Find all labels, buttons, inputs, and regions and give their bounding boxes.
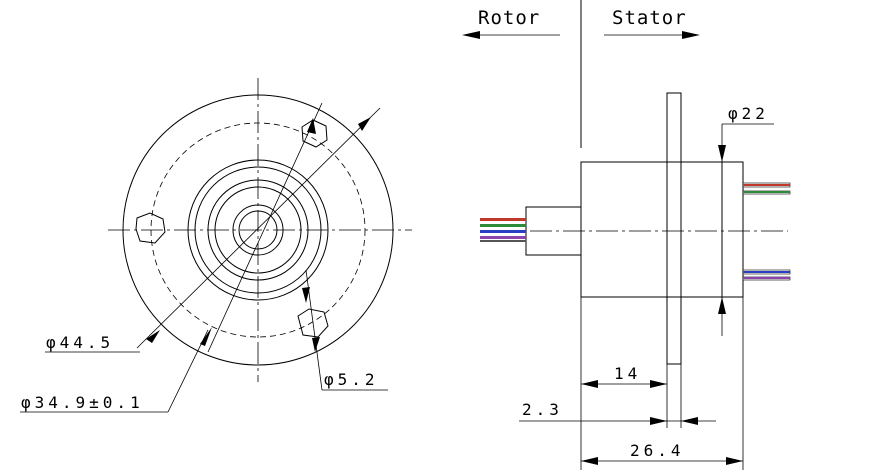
mount-hole-left xyxy=(135,212,166,244)
leader-dia-44-5 xyxy=(136,107,381,349)
body-circle-2 xyxy=(194,166,322,294)
rotor-wire-purple xyxy=(480,236,526,239)
label-len-14: 14 xyxy=(614,364,641,383)
stator-wire-purple xyxy=(743,277,790,279)
dim-14-arrow-left xyxy=(581,380,598,388)
label-dia-5-2: φ5.2 xyxy=(324,370,379,389)
rotor-arrowhead xyxy=(462,31,480,39)
dim-2-3-arrow-right xyxy=(681,417,698,425)
stator-body xyxy=(580,161,744,298)
stator-wires-upper xyxy=(742,182,791,195)
label-len-2-3: 2.3 xyxy=(522,400,563,419)
rotor-label: Rotor xyxy=(478,7,540,29)
mount-hole-bottom xyxy=(297,308,329,338)
rotor-wire-white xyxy=(480,240,526,242)
label-dia-34-9: φ34.9±0.1 xyxy=(21,393,144,412)
arrowhead-5-2-down xyxy=(312,337,320,352)
rotor-wire-blue xyxy=(480,230,526,233)
leader-dia-5-2-top xyxy=(207,102,323,353)
stator-arrowhead xyxy=(682,31,700,39)
arrowhead-34-9 xyxy=(200,327,212,346)
side-view: Rotor Stator xyxy=(462,0,791,470)
stator-wire-green xyxy=(743,191,790,193)
stator-wire-blue xyxy=(743,271,790,273)
arrowhead-44-5-bottom xyxy=(146,330,160,343)
body-circle-1 xyxy=(187,159,329,301)
shaft-inner-circle xyxy=(238,210,278,250)
label-len-26-4: 26.4 xyxy=(630,441,685,460)
dim-14-arrow-right xyxy=(650,380,667,388)
stator-wire-red xyxy=(743,184,790,186)
body-circle-4 xyxy=(214,186,302,274)
dim-2-3-arrow-left xyxy=(650,417,667,425)
arrowhead-hole-top xyxy=(307,118,316,134)
flange-outer-circle xyxy=(122,94,394,366)
rotor-wire-green xyxy=(480,224,526,227)
shaft-outer-circle xyxy=(232,204,284,256)
dim-26-4-arrow-right xyxy=(726,457,743,465)
stator-label: Stator xyxy=(612,7,687,29)
bolt-circle xyxy=(150,122,366,338)
arrowhead-5-2-up xyxy=(302,287,310,303)
dim-22-arrow-top xyxy=(718,145,726,162)
body-circle-3 xyxy=(207,179,309,281)
label-dia-44-5: φ44.5 xyxy=(46,333,114,352)
flange xyxy=(666,92,682,365)
arrowhead-44-5-top xyxy=(358,117,371,131)
rotor-wires xyxy=(480,218,526,242)
label-dia-22: φ22 xyxy=(728,104,769,123)
dim-26-4-arrow-left xyxy=(581,457,598,465)
front-view: φ44.5 φ34.9±0.1 φ5.2 xyxy=(20,78,412,413)
rotor-wire-red xyxy=(480,218,526,221)
dim-22-arrow-bottom xyxy=(718,297,726,314)
stator-wires-lower xyxy=(742,269,791,281)
